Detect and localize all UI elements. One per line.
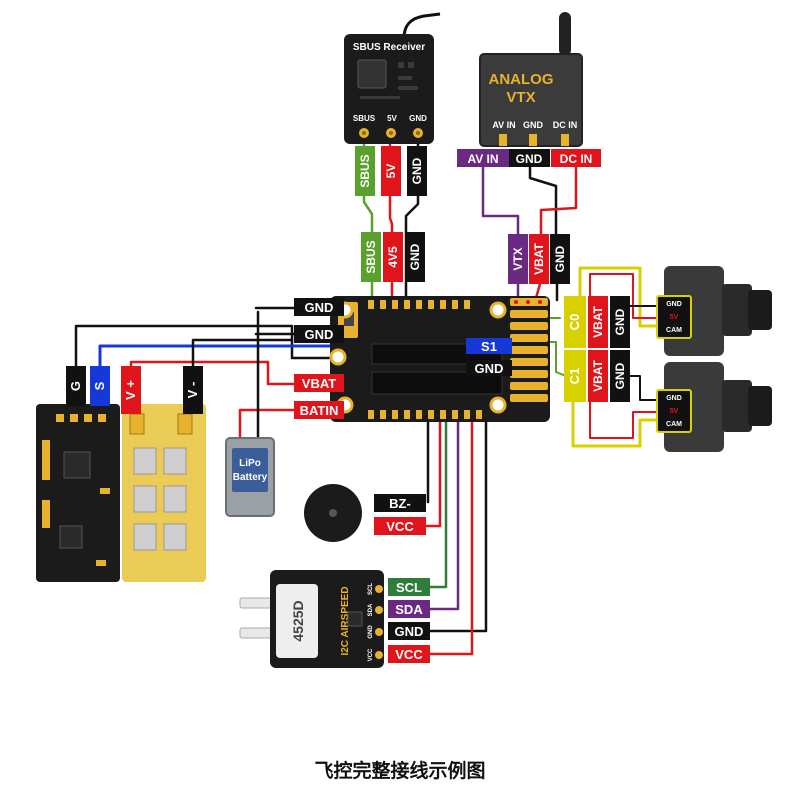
battery-label-2: Battery [233,472,268,483]
wire-fc-c1 [547,341,567,377]
fc-vtx-tags: VTX VBAT GND [508,234,570,284]
fc-s1-label: S1 [481,339,497,354]
airspeed-pin-label: GND [368,625,374,639]
wire-vtx-video [481,164,520,240]
vtx-title-2: VTX [506,89,535,106]
cam-vbat1-label: VBAT [591,359,605,391]
receiver-antenna [402,12,441,39]
cam-c1-label: C1 [567,368,582,385]
airspeed-pin-label: SDA [368,603,374,616]
wire-bz-vcc [424,416,442,528]
i2c-gnd-label: GND [395,624,424,639]
i2c-sda-label: SDA [395,602,423,617]
camera-switch-labels: C0 VBAT GND C1 VBAT GND [564,296,630,402]
lipo-battery: LiPo Battery [225,437,275,517]
receiver-pin-label: SBUS [353,114,376,123]
wire-sda [428,416,460,611]
camera-top: GND 5V CAM [656,266,772,356]
esc-controller [36,404,206,582]
label-batin: BATIN [300,403,339,418]
camera-pin-label: CAM [666,421,682,428]
wire-esc-vplus [129,360,298,386]
tag-esc-g: G [68,381,83,391]
tag-fc-sbus: SBUS [364,240,378,273]
camera-pin-label: GND [666,301,682,308]
vtx-title: ANALOG [489,71,554,88]
vtx-tags: AV IN GND DC IN [457,149,601,167]
receiver-pin-label: GND [409,114,427,123]
cam-vbat0-label: VBAT [591,305,605,337]
mount-hole [329,348,347,366]
wire-esc-g [74,324,362,374]
camera-pin-label: GND [666,395,682,402]
wire-c1-yellow [571,392,658,448]
tag-esc-vplus: V + [123,380,138,400]
i2c-scl-label: SCL [396,580,422,595]
i2c-vcc-label: VCC [395,647,423,662]
battery-label: LiPo [239,458,261,469]
tag-fc-gnd: GND [408,243,422,270]
tag-fc-vtx: VTX [511,247,525,270]
airspeed-pin-label: VCC [368,648,374,661]
tag-dc-in: DC IN [560,152,593,166]
tag-fc-vtx-gnd: GND [553,245,567,272]
fc-gnd-label: GND [475,361,504,376]
label-gnd-1: GND [305,300,334,315]
wire-cam1-red [589,393,657,439]
wire-i2c-vcc [428,416,474,656]
wire-c0-yellow [578,266,658,328]
label-vbat: VBAT [302,376,336,391]
airspeed-pin-label: SCL [368,583,374,595]
receiver-title: SBUS Receiver [353,42,425,53]
camera-pin-label: 5V [670,314,679,321]
wire-fc-vtx-power [534,282,542,300]
flight-controller: S1 GND [329,296,550,422]
camera-bottom: GND 5V CAM [656,362,772,452]
wire-vtx-gnd [528,164,558,240]
buzzer: BZ- VCC [304,484,426,542]
mount-hole [489,301,507,319]
analog-vtx: ANALOG VTX AV IN GND DC IN [479,12,583,147]
mount-hole [489,396,507,414]
wire-vtx-power [539,164,578,240]
receiver-pin-label: 5V [387,114,397,123]
wire-cam1-gnd [626,375,657,401]
label-gnd-2: GND [305,327,334,342]
receiver-tags: SBUS 5V GND [355,146,427,196]
tag-esc-vminus: V - [185,382,200,399]
tag-av-in: AV IN [467,152,498,166]
vtx-pin-label: DC IN [553,120,578,130]
tag-gnd: GND [410,157,424,184]
esc-tags: G S V + V - [66,366,203,414]
fc-receiver-tags: SBUS 4V5 GND [361,232,425,282]
sbus-receiver: SBUS Receiver SBUS 5V GND [344,12,441,144]
wire-i2c-gnd [428,416,488,633]
wire-scl [428,416,448,589]
camera-pin-label: 5V [670,408,679,415]
tag-vtx-gnd: GND [516,152,543,166]
cam-gnd1-label: GND [613,362,627,389]
cam-c0-label: C0 [567,314,582,331]
tag-5v: 5V [384,164,398,179]
buzzer-bz-label: BZ- [389,496,411,511]
i2c-airspeed: 4525D I2C AIRSPEED SCL SDA GND VCC SCL S… [239,570,430,668]
fc-left-labels: GND GND VBAT BATIN [294,298,344,419]
vtx-pin-label: GND [523,120,544,130]
wire-cam0-red [589,273,657,319]
airspeed-name-label: I2C AIRSPEED [340,586,351,655]
wire-bat-red [238,408,298,442]
tag-fc-4v5: 4V5 [386,246,400,268]
buzzer-vcc-label: VCC [386,519,414,534]
airspeed-sensor-label: 4525D [290,600,306,641]
tag-fc-vbat: VBAT [532,242,546,274]
cam-gnd0-label: GND [613,308,627,335]
tag-esc-s: S [92,381,107,390]
camera-pin-label: CAM [666,327,682,334]
diagram-caption: 飞控完整接线示例图 [314,760,486,782]
vtx-pin-label: AV IN [492,120,515,130]
tag-sbus: SBUS [358,154,372,187]
